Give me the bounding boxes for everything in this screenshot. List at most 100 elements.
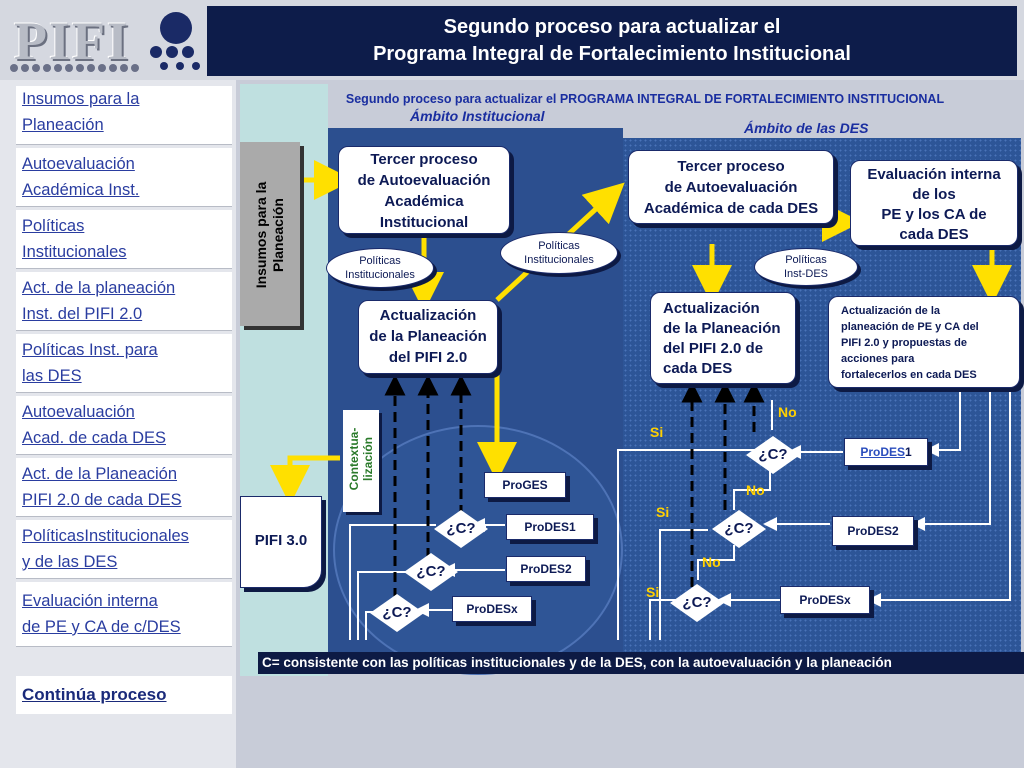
sidebar-item-label: Autoevaluación xyxy=(22,155,135,173)
decision-label: ¿C? xyxy=(758,446,788,463)
des-prodes1-number: 1 xyxy=(905,445,912,459)
logo-text: PIFI xyxy=(14,11,130,71)
sidebar-item-label: Políticas Inst. para xyxy=(22,341,158,359)
pifi-30-box: PIFI 3.0 xyxy=(240,496,322,588)
sidebar-item-label: Act. de la Planeación xyxy=(22,465,178,483)
continue-label: Continúa proceso xyxy=(22,685,167,704)
inst-prodes1-tag: ProDES1 xyxy=(506,514,594,540)
des-autoevaluacion-box: Tercer proceso de Autoevaluación Académi… xyxy=(628,150,834,224)
sidebar-item-label: Planeación xyxy=(22,116,104,134)
consistency-footnote: C= consistente con las políticas institu… xyxy=(258,652,1024,674)
continue-process-link[interactable]: Continúa proceso xyxy=(16,676,232,714)
sidebar-item-label: y de las DES xyxy=(22,553,118,571)
eval-line: cada DES xyxy=(899,226,969,243)
sidebar-item-label: las DES xyxy=(22,367,82,385)
des-prodesx-tag: ProDESx xyxy=(780,586,870,614)
pifi-logo: PIFI xyxy=(6,6,202,76)
sidebar-item-act-planeacion[interactable]: Act. de la planeación Inst. del PIFI 2.0 xyxy=(16,272,232,331)
decision-label: ¿C? xyxy=(446,520,476,537)
des-tercer-line: Académica de cada DES xyxy=(643,200,819,217)
oval-line: Políticas xyxy=(785,254,827,266)
sidebar-item-label: Académica Inst. xyxy=(22,181,140,199)
institutional-scope-label: Ámbito Institucional xyxy=(410,108,545,124)
inst-prodes2-label: ProDES2 xyxy=(520,562,572,576)
des-prodes1-label: ProDES xyxy=(860,445,905,459)
sidebar-item-evaluacion-interna[interactable]: Evaluación interna de PE y CA de c/DES xyxy=(16,582,232,647)
si-label: Si xyxy=(650,424,664,440)
sidebar-item-politicas-des[interactable]: Políticas Inst. para las DES xyxy=(16,334,232,393)
oval-politicas-inst-2: Políticas Institucionales xyxy=(500,232,618,274)
des-scope-label: Ámbito de las DES xyxy=(744,120,869,136)
inst-tercer-line: Académica xyxy=(384,193,464,210)
no-label: No xyxy=(746,482,765,498)
diagram-subtitle: Segundo proceso para actualizar el PROGR… xyxy=(345,92,945,106)
sidebar-item-label: Autoevaluación xyxy=(22,403,135,421)
des-act-line: cada DES xyxy=(663,360,733,377)
des-prodes2-tag: ProDES2 xyxy=(832,516,914,546)
sidebar-item-act-planeacion-des[interactable]: Act. de la Planeación PIFI 2.0 de cada D… xyxy=(16,458,232,517)
inst-act-line: del PIFI 2.0 xyxy=(388,349,468,366)
inst-prodes2-tag: ProDES2 xyxy=(506,556,586,582)
inst-tercer-line: Institucional xyxy=(379,214,469,231)
inst-actualizacion-box: Actualización de la Planeación del PIFI … xyxy=(358,300,498,374)
eval-line: PE y los CA de xyxy=(881,206,987,223)
des-detail-line: PIFI 2.0 y propuestas de xyxy=(841,337,967,349)
des-prodes1-tag: ProDES1 xyxy=(844,438,928,466)
sidebar-item-label: PolíticasInstitucionales xyxy=(22,527,189,545)
sidebar-item-insumos[interactable]: Insumos para la Planeación xyxy=(16,86,232,145)
no-label: No xyxy=(702,554,721,570)
title-line-2: Programa Integral de Fortalecimiento Ins… xyxy=(373,43,851,65)
decision-label: ¿C? xyxy=(682,594,712,611)
proges-label: ProGES xyxy=(502,478,548,492)
des-actualizacion-box: Actualización de la Planeación del PIFI … xyxy=(650,292,796,384)
sidebar-item-label: Insumos para la xyxy=(22,90,140,108)
logo-dots-icon xyxy=(150,12,200,70)
sidebar-item-label: Act. de la planeación xyxy=(22,279,176,297)
des-tercer-line: de Autoevaluación xyxy=(664,179,798,196)
oval-line: Institucionales xyxy=(345,269,415,281)
si-label: Si xyxy=(646,584,660,600)
des-actualizacion-detail-box: Actualización de la planeación de PE y C… xyxy=(828,296,1020,388)
sidebar-item-autoevaluacion-des[interactable]: Autoevaluación Acad. de cada DES xyxy=(16,396,232,455)
sidebar-item-politicas[interactable]: Políticas Institucionales xyxy=(16,210,232,269)
decision-label: ¿C? xyxy=(724,520,754,537)
no-label: No xyxy=(778,404,797,420)
sidebar-item-politicas-inst-des[interactable]: PolíticasInstitucionales y de las DES xyxy=(16,520,232,579)
des-prodes2-label: ProDES2 xyxy=(847,524,899,538)
sidebar-item-label: PIFI 2.0 de cada DES xyxy=(22,491,182,509)
des-detail-line: planeación de PE y CA del xyxy=(841,321,979,333)
sidebar-item-label: Evaluación interna xyxy=(22,592,158,610)
sidebar-item-label: Acad. de cada DES xyxy=(22,429,167,447)
des-act-line: de la Planeación xyxy=(663,320,781,337)
des-detail-line: fortalecerlos en cada DES xyxy=(841,369,977,381)
inst-tercer-line: Tercer proceso xyxy=(370,151,478,168)
sidebar-item-label: de PE y CA de c/DES xyxy=(22,618,181,636)
pifi-30-label: PIFI 3.0 xyxy=(254,532,308,549)
oval-line: Inst-DES xyxy=(783,268,828,280)
sidebar-item-autoevaluacion-inst[interactable]: Autoevaluación Académica Inst. xyxy=(16,148,232,207)
des-prodesx-label: ProDESx xyxy=(799,593,851,607)
decision-label: ¿C? xyxy=(416,563,446,580)
oval-politicas-inst-1: Políticas Institucionales xyxy=(326,248,434,288)
oval-line: Institucionales xyxy=(524,254,594,266)
insumos-vertical-box: Insumos para la Planeación xyxy=(240,142,300,326)
inst-prodesx-label: ProDESx xyxy=(466,602,518,616)
proges-tag: ProGES xyxy=(484,472,566,498)
des-tercer-line: Tercer proceso xyxy=(677,158,785,175)
si-label: Si xyxy=(656,504,670,520)
eval-interna-box: Evaluación interna de los PE y los CA de… xyxy=(850,160,1018,246)
inst-prodes1-label: ProDES1 xyxy=(524,520,576,534)
oval-line: Políticas xyxy=(359,255,401,267)
title-line-1: Segundo proceso para actualizar el xyxy=(443,16,781,38)
sidebar-item-label: Inst. del PIFI 2.0 xyxy=(22,305,143,323)
oval-line: Políticas xyxy=(538,240,580,252)
insumos-vertical-label: Insumos para la Planeación xyxy=(253,181,286,289)
des-act-line: Actualización xyxy=(663,300,760,317)
des-detail-line: Actualización de la xyxy=(841,305,941,317)
des-act-line: del PIFI 2.0 de xyxy=(663,340,764,357)
contextualizacion-box: Contextua-lización xyxy=(343,410,379,512)
contextualizacion-label: Contextua-lización xyxy=(347,427,375,491)
eval-line: Evaluación interna xyxy=(867,166,1001,183)
sidebar-item-label: Políticas xyxy=(22,217,85,235)
inst-tercer-line: de Autoevaluación xyxy=(357,172,491,189)
